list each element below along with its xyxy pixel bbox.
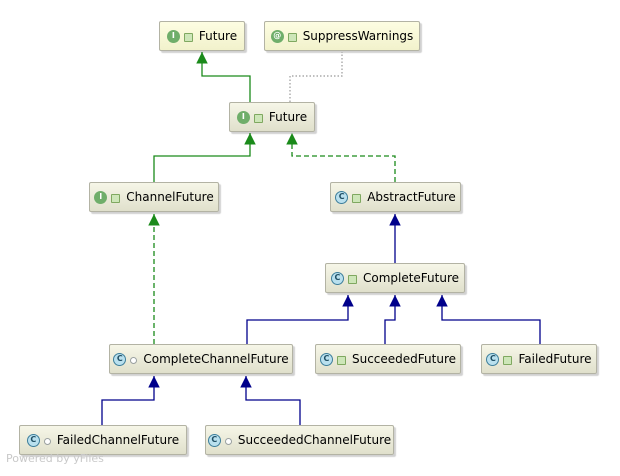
node-label: Future [198, 29, 238, 43]
class-icon: C [319, 352, 333, 366]
node-label: SuppressWarnings [302, 29, 414, 43]
node-label: FailedFuture [518, 352, 592, 366]
edge-channelfuture-to-future [153, 133, 256, 182]
node-completefuture[interactable]: C CompleteFuture [325, 263, 465, 293]
interface-icon: I [236, 110, 250, 124]
node-label: CompleteChannelFuture [143, 352, 289, 366]
public-icon [253, 113, 263, 123]
footer-credit: Powered by yFiles [6, 452, 104, 465]
node-label: SucceededFuture [351, 352, 456, 366]
edge-succeededfuture-to-completefuture [384, 295, 401, 344]
edge-failedchannelfuture-to-completechannelfuture [101, 376, 160, 425]
public-icon [111, 193, 121, 203]
public-icon [287, 32, 297, 42]
class-icon: C [330, 271, 344, 285]
edge-completechannelfuture-to-completefuture [246, 295, 354, 344]
node-label: CompleteFuture [362, 271, 460, 285]
public-icon [347, 274, 357, 284]
public-icon [183, 32, 193, 42]
node-succeededchannelfuture[interactable]: C SucceededChannelFuture [205, 425, 394, 455]
edge-future-to-future-top [196, 52, 251, 102]
class-icon: C [26, 433, 40, 447]
node-abstractfuture[interactable]: C AbstractFuture [330, 182, 461, 212]
edge-succeededchannelfuture-to-completechannelfuture [240, 376, 301, 425]
node-failedfuture[interactable]: C FailedFuture [481, 344, 597, 374]
node-label: FailedChannelFuture [56, 433, 180, 447]
edge-failedfuture-to-completefuture [436, 295, 541, 344]
node-label: AbstractFuture [367, 190, 456, 204]
class-icon: C [335, 190, 349, 204]
annotation-icon: @ [270, 29, 284, 43]
node-completechannelfuture[interactable]: C CompleteChannelFuture [109, 344, 293, 374]
node-label: ChannelFuture [126, 190, 214, 204]
package-private-icon [43, 437, 51, 445]
public-icon [352, 193, 362, 203]
package-private-icon [224, 437, 232, 445]
public-icon [503, 355, 513, 365]
node-label: SucceededChannelFuture [237, 433, 392, 447]
interface-icon: I [166, 29, 180, 43]
edge-abstractfuture-to-future [286, 133, 396, 182]
class-icon: C [113, 352, 127, 366]
node-label: Future [268, 110, 308, 124]
class-icon: C [207, 433, 221, 447]
node-future-top[interactable]: I Future [159, 21, 245, 51]
class-icon: C [486, 352, 500, 366]
node-succeededfuture[interactable]: C SucceededFuture [315, 344, 461, 374]
node-future[interactable]: I Future [229, 102, 315, 132]
edge-future-to-suppresswarnings [289, 52, 343, 102]
package-private-icon [130, 356, 138, 364]
interface-icon: I [94, 190, 108, 204]
node-failedchannelfuture[interactable]: C FailedChannelFuture [19, 425, 187, 455]
public-icon [336, 355, 346, 365]
node-channelfuture[interactable]: I ChannelFuture [89, 182, 219, 212]
node-suppresswarnings[interactable]: @ SuppressWarnings [264, 21, 420, 51]
